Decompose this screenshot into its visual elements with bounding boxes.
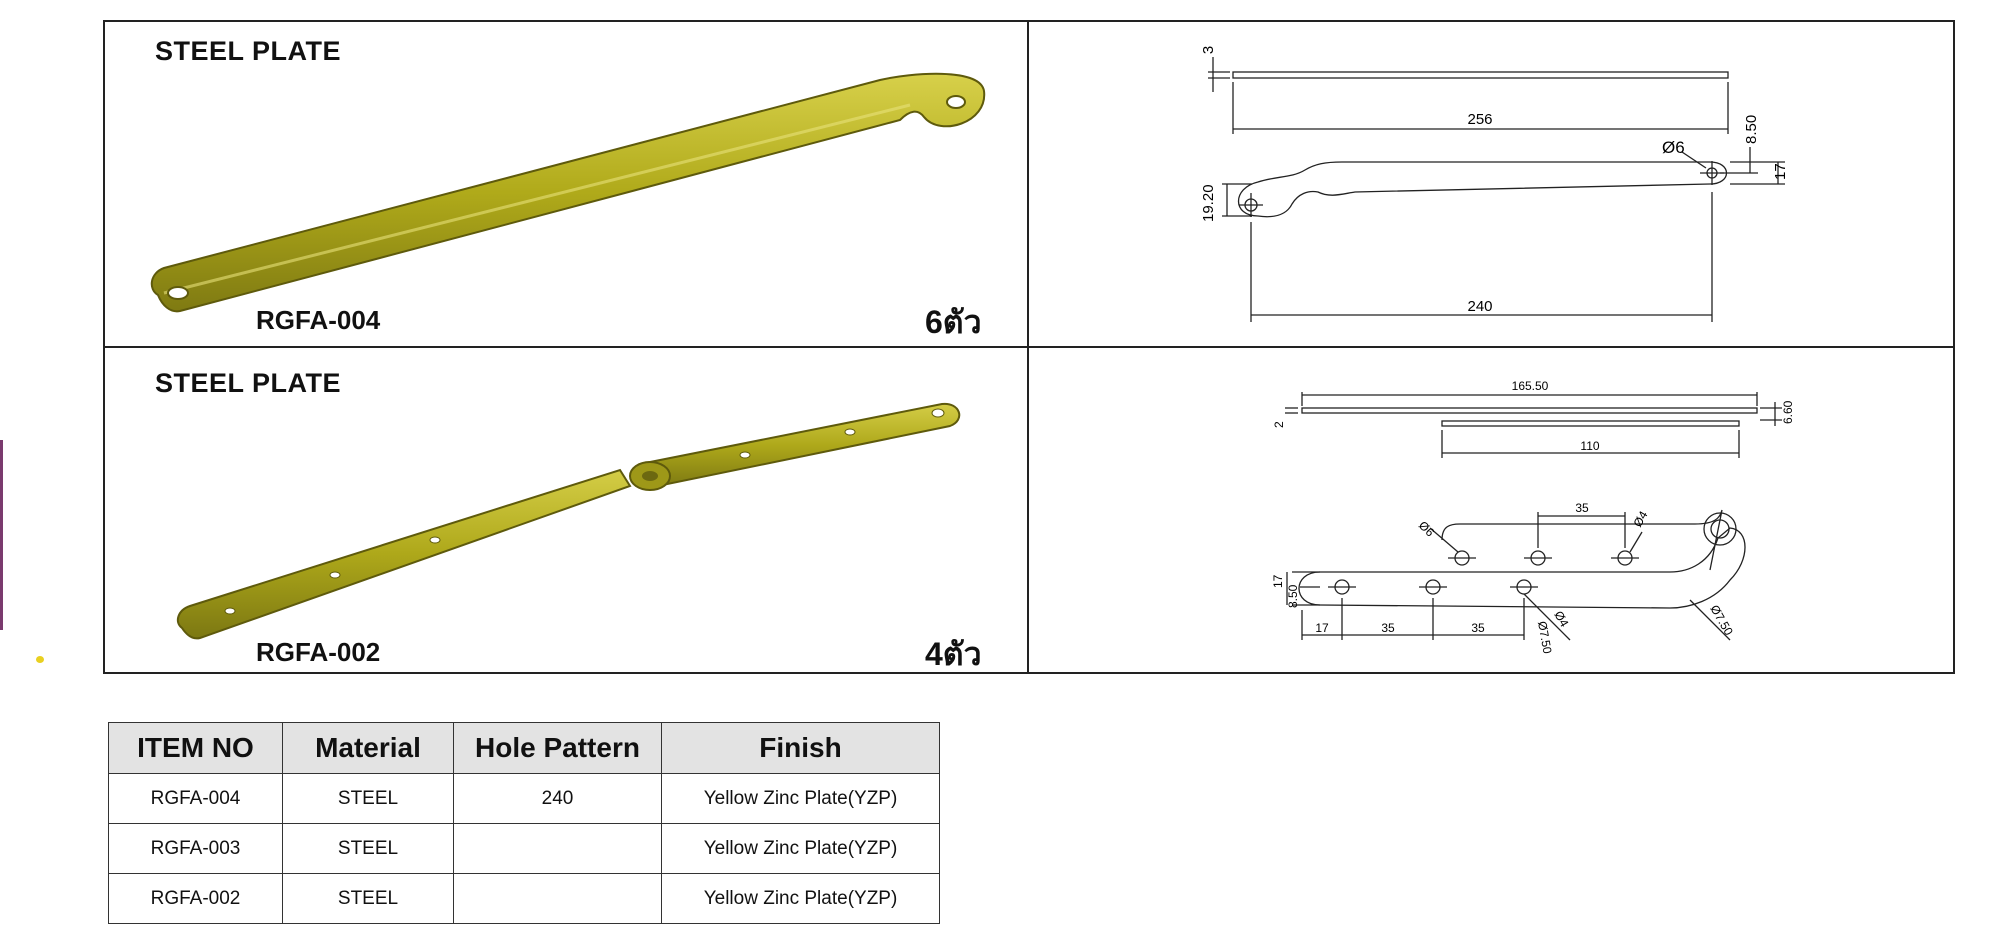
panel-2-title: STEEL PLATE bbox=[155, 368, 342, 398]
horizontal-divider bbox=[103, 346, 1955, 348]
dim-lower-length-002: 110 bbox=[1580, 439, 1599, 453]
cell-item-no: RGFA-002 bbox=[108, 873, 283, 924]
col-finish: Finish bbox=[661, 722, 940, 774]
rgfa-004-drawing: 3 256 Ø6 8.50 17 19.20 240 bbox=[1200, 46, 1789, 322]
cell-finish: Yellow Zinc Plate(YZP) bbox=[661, 823, 940, 874]
cell-hole-pattern bbox=[453, 873, 662, 924]
dim-top-height-002: 6.60 bbox=[1781, 400, 1795, 424]
panel-1-qty: 6ตัว bbox=[925, 304, 982, 340]
dim-dia6-002: Ø6 bbox=[1416, 518, 1437, 539]
spec-table: ITEM NO Material Hole Pattern Finish RGF… bbox=[108, 722, 940, 924]
dim-a-002: 17 bbox=[1315, 621, 1329, 635]
cell-material: STEEL bbox=[282, 823, 454, 874]
rgfa-004-photo bbox=[150, 72, 986, 313]
cell-hole-pattern: 240 bbox=[453, 773, 662, 824]
cell-material: STEEL bbox=[282, 773, 454, 824]
dim-offset-004: 8.50 bbox=[1743, 115, 1760, 144]
dim-width-004: 17 bbox=[1772, 163, 1789, 180]
table-row: RGFA-002 STEEL Yellow Zinc Plate(YZP) bbox=[108, 873, 940, 924]
dim-dia750-bottom-002: Ø7.50 bbox=[1535, 620, 1555, 655]
table-row: RGFA-004 STEEL 240 Yellow Zinc Plate(YZP… bbox=[108, 773, 940, 824]
dim-height-002: 17 bbox=[1271, 574, 1285, 588]
dim-pitch-004: 240 bbox=[1467, 298, 1492, 315]
col-item-no: ITEM NO bbox=[108, 722, 283, 774]
dim-dia750-end-002: Ø7.50 bbox=[1707, 603, 1736, 639]
dim-b-002: 35 bbox=[1381, 621, 1395, 635]
rgfa-002-photo bbox=[176, 402, 961, 640]
cell-item-no: RGFA-004 bbox=[108, 773, 283, 824]
dim-dia4-bottom-002: Ø4 bbox=[1551, 609, 1571, 630]
dim-thickness-004: 3 bbox=[1200, 46, 1217, 54]
panel-1-code: RGFA-004 bbox=[256, 305, 381, 335]
dim-height-004: 19.20 bbox=[1200, 184, 1217, 222]
panel-1-title: STEEL PLATE bbox=[155, 36, 342, 66]
dim-pitch-top-002: 35 bbox=[1575, 501, 1589, 515]
dim-offset-002: 8.50 bbox=[1286, 584, 1300, 608]
col-material: Material bbox=[282, 722, 454, 774]
table-row: RGFA-003 STEEL Yellow Zinc Plate(YZP) bbox=[108, 823, 940, 874]
cell-material: STEEL bbox=[282, 873, 454, 924]
dim-length-004: 256 bbox=[1467, 111, 1492, 128]
cell-hole-pattern bbox=[453, 823, 662, 874]
yellow-dot bbox=[36, 656, 44, 663]
table-header-row: ITEM NO Material Hole Pattern Finish bbox=[108, 722, 940, 774]
cell-finish: Yellow Zinc Plate(YZP) bbox=[661, 773, 940, 824]
dim-dia4-top-002: Ø4 bbox=[1630, 508, 1650, 529]
dim-c-002: 35 bbox=[1471, 621, 1485, 635]
page-edge-mark bbox=[0, 440, 3, 630]
panel-2-qty: 4ตัว bbox=[925, 636, 982, 672]
cell-item-no: RGFA-003 bbox=[108, 823, 283, 874]
col-hole-pattern: Hole Pattern bbox=[453, 722, 662, 774]
dim-thickness-002: 2 bbox=[1272, 421, 1286, 428]
cell-finish: Yellow Zinc Plate(YZP) bbox=[661, 873, 940, 924]
dim-hole-004: Ø6 bbox=[1662, 138, 1685, 157]
rgfa-002-drawing: 165.50 6.60 2 110 35 Ø6 Ø4 17 8.50 17 35… bbox=[1271, 379, 1795, 655]
panel-2-code: RGFA-002 bbox=[256, 637, 381, 667]
dim-top-length-002: 165.50 bbox=[1512, 379, 1549, 393]
